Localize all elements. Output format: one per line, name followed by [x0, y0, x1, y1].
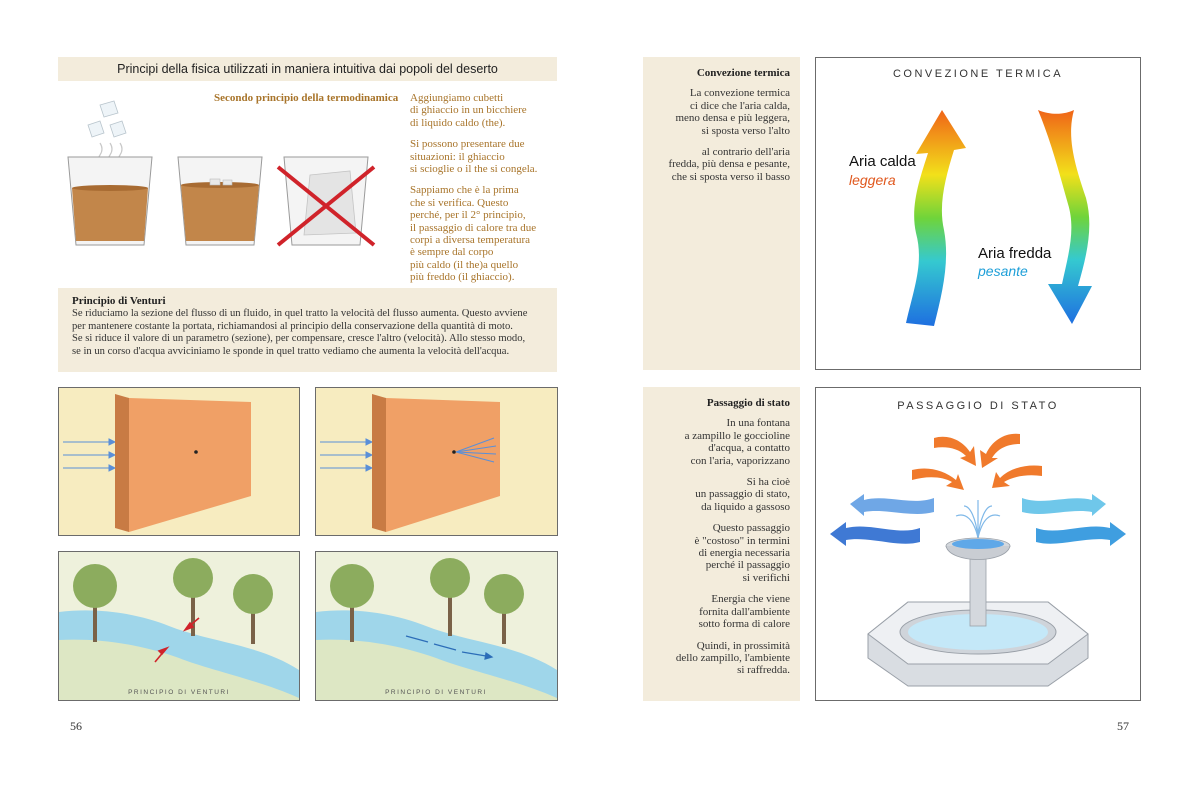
convection-heading: Convezione termica: [696, 67, 790, 79]
glasses-illustration: [67, 100, 376, 247]
venturi-line-1: Se riduciamo la sezione del flusso di un…: [72, 308, 528, 319]
vapor-arrows-icon: [830, 494, 1126, 546]
convection-text-box: Convezione termica La convezione termica…: [643, 57, 800, 370]
wall-hole-illustration: [320, 394, 500, 532]
airflow-arrows-icon: [320, 438, 374, 472]
fountain-illustration: [830, 433, 1126, 687]
hot-air-label: Aria calda: [849, 153, 916, 170]
convection-figure: CONVEZIONE TERMICA Aria calda leggera Ar…: [815, 57, 1141, 370]
river-illustration-2: PRINCIPIO DI VENTURI: [316, 558, 557, 700]
venturi-line-3: Se si riduce il valore di un parametro (…: [72, 333, 526, 345]
page-number-left: 56: [70, 719, 82, 733]
convection-arrows: [906, 110, 1092, 326]
glass-hot-tea: [67, 156, 153, 246]
left-page-header: Principi della fisica utilizzati in mani…: [58, 57, 557, 81]
warm-air-arrows-icon: [912, 433, 1042, 490]
wall-panel-hole: [315, 387, 558, 536]
venturi-text: Se riduciamo la sezione del flusso di un…: [72, 308, 527, 358]
phase-text-box: Passaggio di stato In una fontana a zamp…: [643, 387, 800, 701]
phase-figure: PASSAGGIO DI STATO: [815, 387, 1141, 701]
venturi-line-4: se in un corso d'acqua avviciniamo le sp…: [72, 345, 510, 357]
river-panel-flow: PRINCIPIO DI VENTURI: [315, 551, 558, 701]
hot-air-sublabel: leggera: [849, 172, 896, 188]
convection-figure-title: CONVEZIONE TERMICA: [892, 68, 1064, 80]
airflow-arrows-icon: [63, 438, 117, 472]
convection-paragraph-2: al contrario dell'aria fredda, più densa…: [668, 146, 790, 183]
river-caption-1: PRINCIPIO DI VENTURI: [128, 689, 230, 696]
phase-paragraph-5: Quindi, in prossimità dello zampillo, l'…: [675, 639, 790, 677]
glass-frozen-crossed: [276, 156, 376, 247]
river-caption-2: PRINCIPIO DI VENTURI: [385, 689, 487, 696]
cold-air-sublabel: pesante: [978, 263, 1028, 279]
thermo-paragraph-3: Sappiamo che è la prima che si verifica.…: [410, 184, 537, 284]
phase-heading: Passaggio di stato: [706, 397, 790, 409]
jet-lines-icon: [455, 437, 497, 463]
ice-cubes-icon: [87, 100, 127, 138]
water-jet-icon: [955, 500, 1001, 539]
cold-air-label: Aria fredda: [978, 245, 1052, 262]
phase-paragraph-2: Si ha cioè un passaggio di stato, da liq…: [695, 476, 790, 513]
trees-icon: [73, 558, 273, 644]
thermo-paragraph-1: Aggiungiamo cubetti di ghiaccio in un bi…: [410, 92, 527, 129]
venturi-line-2: per mantenere costante la portata, richi…: [72, 320, 513, 332]
phase-paragraph-3: Questo passaggio è "costoso" in termini …: [694, 522, 790, 584]
cold-air-arrow-down: [1038, 110, 1092, 324]
convection-paragraph-1: La convezione termica ci dice che l'aria…: [675, 87, 790, 137]
phase-figure-title: PASSAGGIO DI STATO: [897, 400, 1059, 412]
venturi-box: Principio di Venturi Se riduciamo la sez…: [58, 288, 557, 372]
left-header-title: Principi della fisica utilizzati in mani…: [117, 62, 498, 76]
glass-ice-melting: [177, 156, 263, 246]
thermo-heading: Secondo principio della termodinamica: [214, 92, 399, 104]
hot-air-arrow-up: [906, 110, 966, 326]
wall-panel-solid: [58, 387, 300, 536]
trees-icon: [330, 558, 524, 644]
thermo-text: Aggiungiamo cubetti di ghiaccio in un bi…: [410, 92, 560, 293]
thermo-paragraph-2: Si possono presentare due situazioni: il…: [410, 138, 538, 176]
flow-arrows-icon: [405, 635, 494, 660]
venturi-heading: Principio di Venturi: [72, 295, 166, 307]
wall-solid-illustration: [63, 394, 251, 532]
page-number-right: 57: [1117, 719, 1129, 733]
narrowing-arrows-icon: [154, 617, 200, 663]
river-panel-arrows: PRINCIPIO DI VENTURI: [58, 551, 300, 701]
river-illustration-1: PRINCIPIO DI VENTURI: [59, 558, 299, 700]
phase-paragraph-4: Energia che viene fornita dall'ambiente …: [698, 593, 790, 631]
phase-paragraph-1: In una fontana a zampillo le goccioline …: [684, 417, 790, 467]
